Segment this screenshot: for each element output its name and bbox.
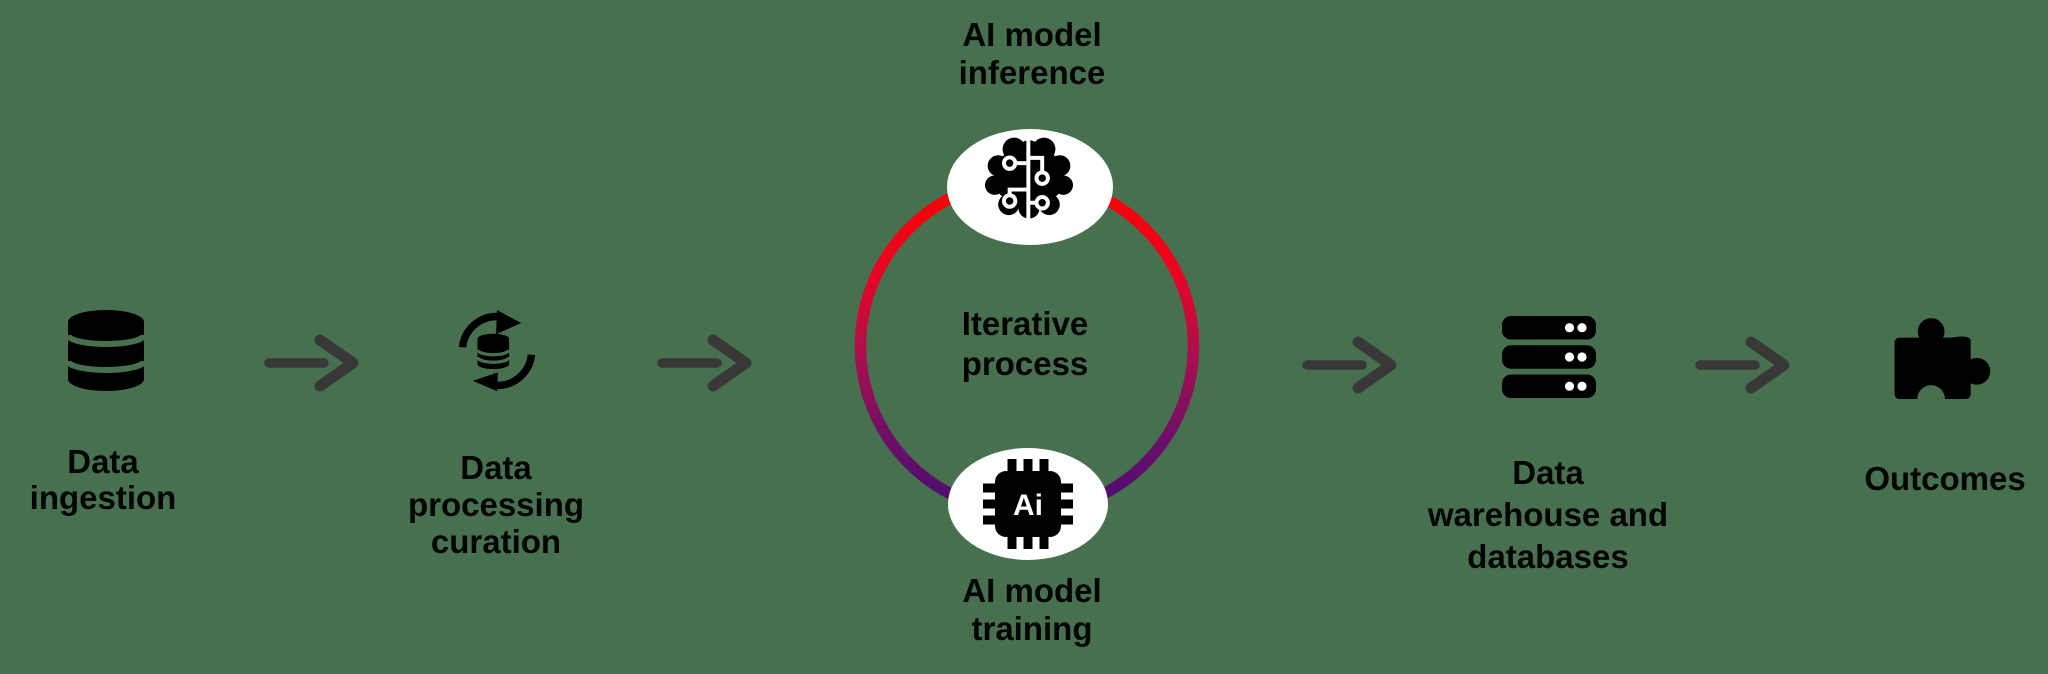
label-ai-model-training: AI model training (962, 572, 1102, 647)
label-data-processing-curation: Data processing curation (407, 449, 585, 560)
ai-chip-icon: Ai (983, 459, 1073, 549)
arrow-right-icon (1302, 336, 1397, 394)
arrow-right-icon (264, 334, 359, 392)
label-iterative-process: Iterative process (961, 305, 1089, 382)
database-icon (67, 310, 146, 391)
label-data-warehouse-databases: Data warehouse and databases (1427, 454, 1669, 575)
label-ai-model-inference: AI model inference (958, 16, 1106, 91)
server-stack-icon (1502, 316, 1596, 398)
label-outcomes: Outcomes (1864, 460, 2026, 497)
puzzle-piece-icon (1894, 318, 1991, 400)
arrow-right-icon (1695, 336, 1790, 394)
chip-ai-text: Ai (1013, 489, 1043, 522)
data-sync-icon (458, 310, 536, 392)
ai-brain-icon (985, 137, 1073, 220)
arrow-right-icon (657, 334, 752, 392)
label-data-ingestion: Data ingestion (29, 443, 177, 516)
